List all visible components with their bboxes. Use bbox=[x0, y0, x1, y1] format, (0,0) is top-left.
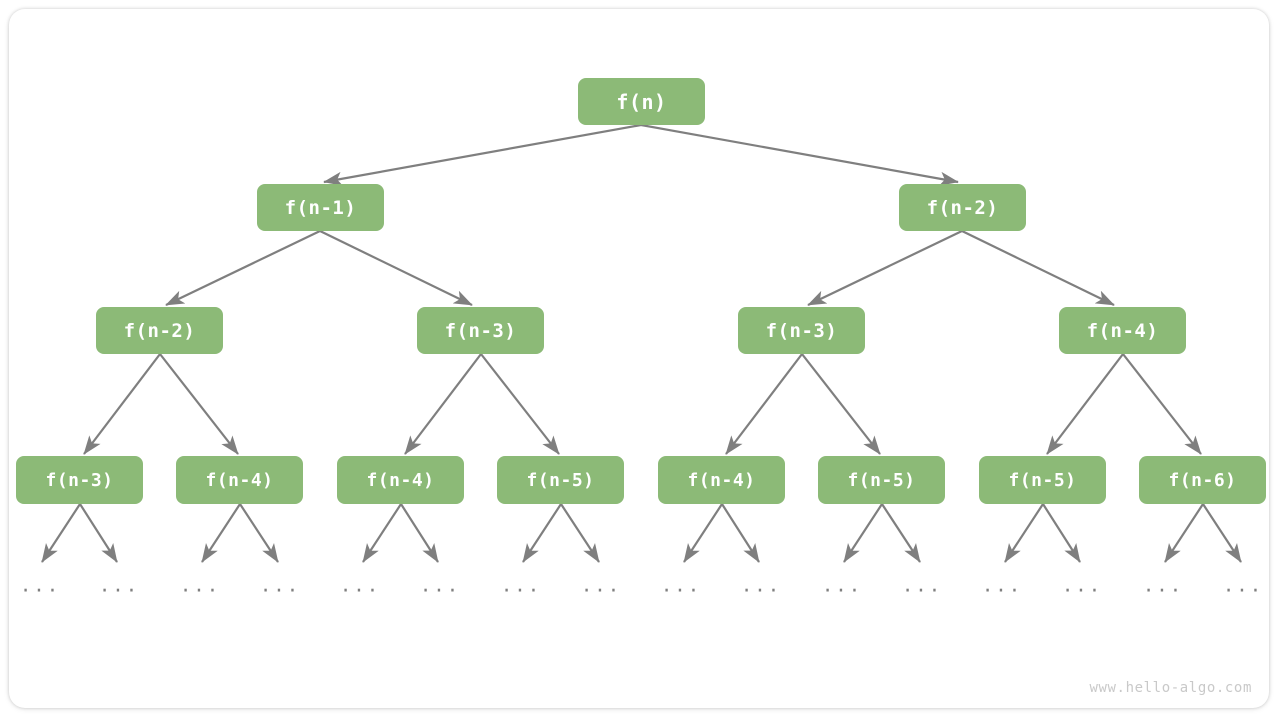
tree-node: f(n-2) bbox=[899, 184, 1026, 231]
ellipsis-marker: ... bbox=[580, 574, 622, 597]
tree-node: f(n-4) bbox=[176, 456, 303, 504]
tree-node: f(n-5) bbox=[818, 456, 945, 504]
ellipsis-marker: ... bbox=[901, 574, 943, 597]
ellipsis-marker: ... bbox=[1222, 574, 1264, 597]
ellipsis-marker: ... bbox=[1142, 574, 1184, 597]
ellipsis-marker: ... bbox=[660, 574, 702, 597]
ellipsis-marker: ... bbox=[19, 574, 61, 597]
ellipsis-marker: ... bbox=[981, 574, 1023, 597]
ellipsis-marker: ... bbox=[500, 574, 542, 597]
tree-node: f(n-5) bbox=[979, 456, 1106, 504]
tree-node: f(n) bbox=[578, 78, 705, 125]
tree-node: f(n-4) bbox=[337, 456, 464, 504]
tree-node: f(n-3) bbox=[738, 307, 865, 354]
tree-node: f(n-6) bbox=[1139, 456, 1266, 504]
ellipsis-marker: ... bbox=[821, 574, 863, 597]
tree-node: f(n-4) bbox=[658, 456, 785, 504]
tree-node: f(n-1) bbox=[257, 184, 384, 231]
ellipsis-marker: ... bbox=[740, 574, 782, 597]
ellipsis-marker: ... bbox=[259, 574, 301, 597]
tree-node: f(n-2) bbox=[96, 307, 223, 354]
tree-node: f(n-3) bbox=[16, 456, 143, 504]
tree-node: f(n-3) bbox=[417, 307, 544, 354]
ellipsis-marker: ... bbox=[1061, 574, 1103, 597]
tree-node: f(n-5) bbox=[497, 456, 624, 504]
tree-node: f(n-4) bbox=[1059, 307, 1186, 354]
ellipsis-marker: ... bbox=[179, 574, 221, 597]
ellipsis-marker: ... bbox=[419, 574, 461, 597]
ellipsis-marker: ... bbox=[339, 574, 381, 597]
watermark-text: www.hello-algo.com bbox=[1089, 680, 1252, 696]
ellipsis-marker: ... bbox=[98, 574, 140, 597]
